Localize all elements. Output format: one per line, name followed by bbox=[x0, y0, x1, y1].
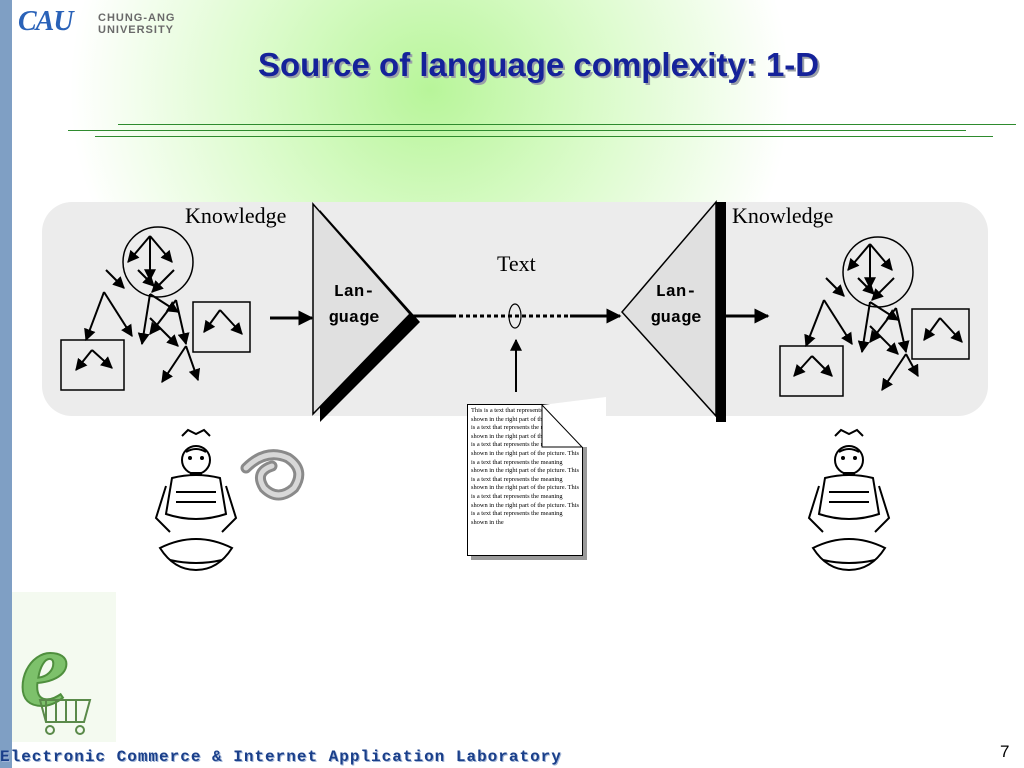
logo-line1: CHUNG-ANG bbox=[98, 12, 176, 24]
document-folded-corner bbox=[541, 397, 606, 448]
logo-line2: UNIVERSITY bbox=[98, 24, 175, 36]
logo-university-name: CHUNG-ANG UNIVERSITY bbox=[98, 12, 175, 36]
svg-text:e: e bbox=[20, 607, 69, 729]
document-text: This is a text that represents the meani… bbox=[471, 407, 579, 526]
text-focus-ellipse bbox=[508, 303, 522, 329]
left-language-line1: Lan- bbox=[333, 283, 375, 302]
left-language-label: Lan- guage bbox=[316, 280, 392, 332]
title-rule-3 bbox=[95, 136, 993, 137]
left-knowledge-graph bbox=[60, 226, 251, 391]
right-language-line1: Lan- bbox=[655, 283, 697, 302]
left-accent-bar bbox=[0, 0, 12, 768]
right-language-line2: guage bbox=[650, 309, 702, 328]
left-language-line2: guage bbox=[328, 309, 380, 328]
title-rule-1 bbox=[118, 124, 1016, 125]
speech-swirl-icon bbox=[240, 449, 305, 501]
title-rule-2 bbox=[68, 130, 966, 131]
university-logo: CAU CHUNG-ANG UNIVERSITY bbox=[16, 6, 186, 46]
left-mayan-figure-icon bbox=[150, 428, 242, 583]
text-label: Text bbox=[497, 251, 536, 276]
left-knowledge-label: Knowledge bbox=[185, 203, 287, 228]
right-knowledge-label: Knowledge bbox=[732, 203, 834, 228]
right-knowledge-graph bbox=[779, 236, 970, 397]
left-language-funnel bbox=[312, 202, 420, 422]
e-commerce-logo-icon: e bbox=[12, 592, 116, 742]
slide-title: Source of language complexity: 1-D bbox=[258, 46, 820, 83]
right-language-label: Lan- guage bbox=[638, 280, 714, 332]
right-language-funnel bbox=[621, 199, 726, 422]
right-mayan-figure-icon bbox=[803, 428, 895, 583]
lab-name-footer: Electronic Commerce & Internet Applicati… bbox=[0, 748, 562, 766]
logo-mark: CAU bbox=[18, 6, 74, 37]
page-number: 7 bbox=[1000, 742, 1010, 761]
